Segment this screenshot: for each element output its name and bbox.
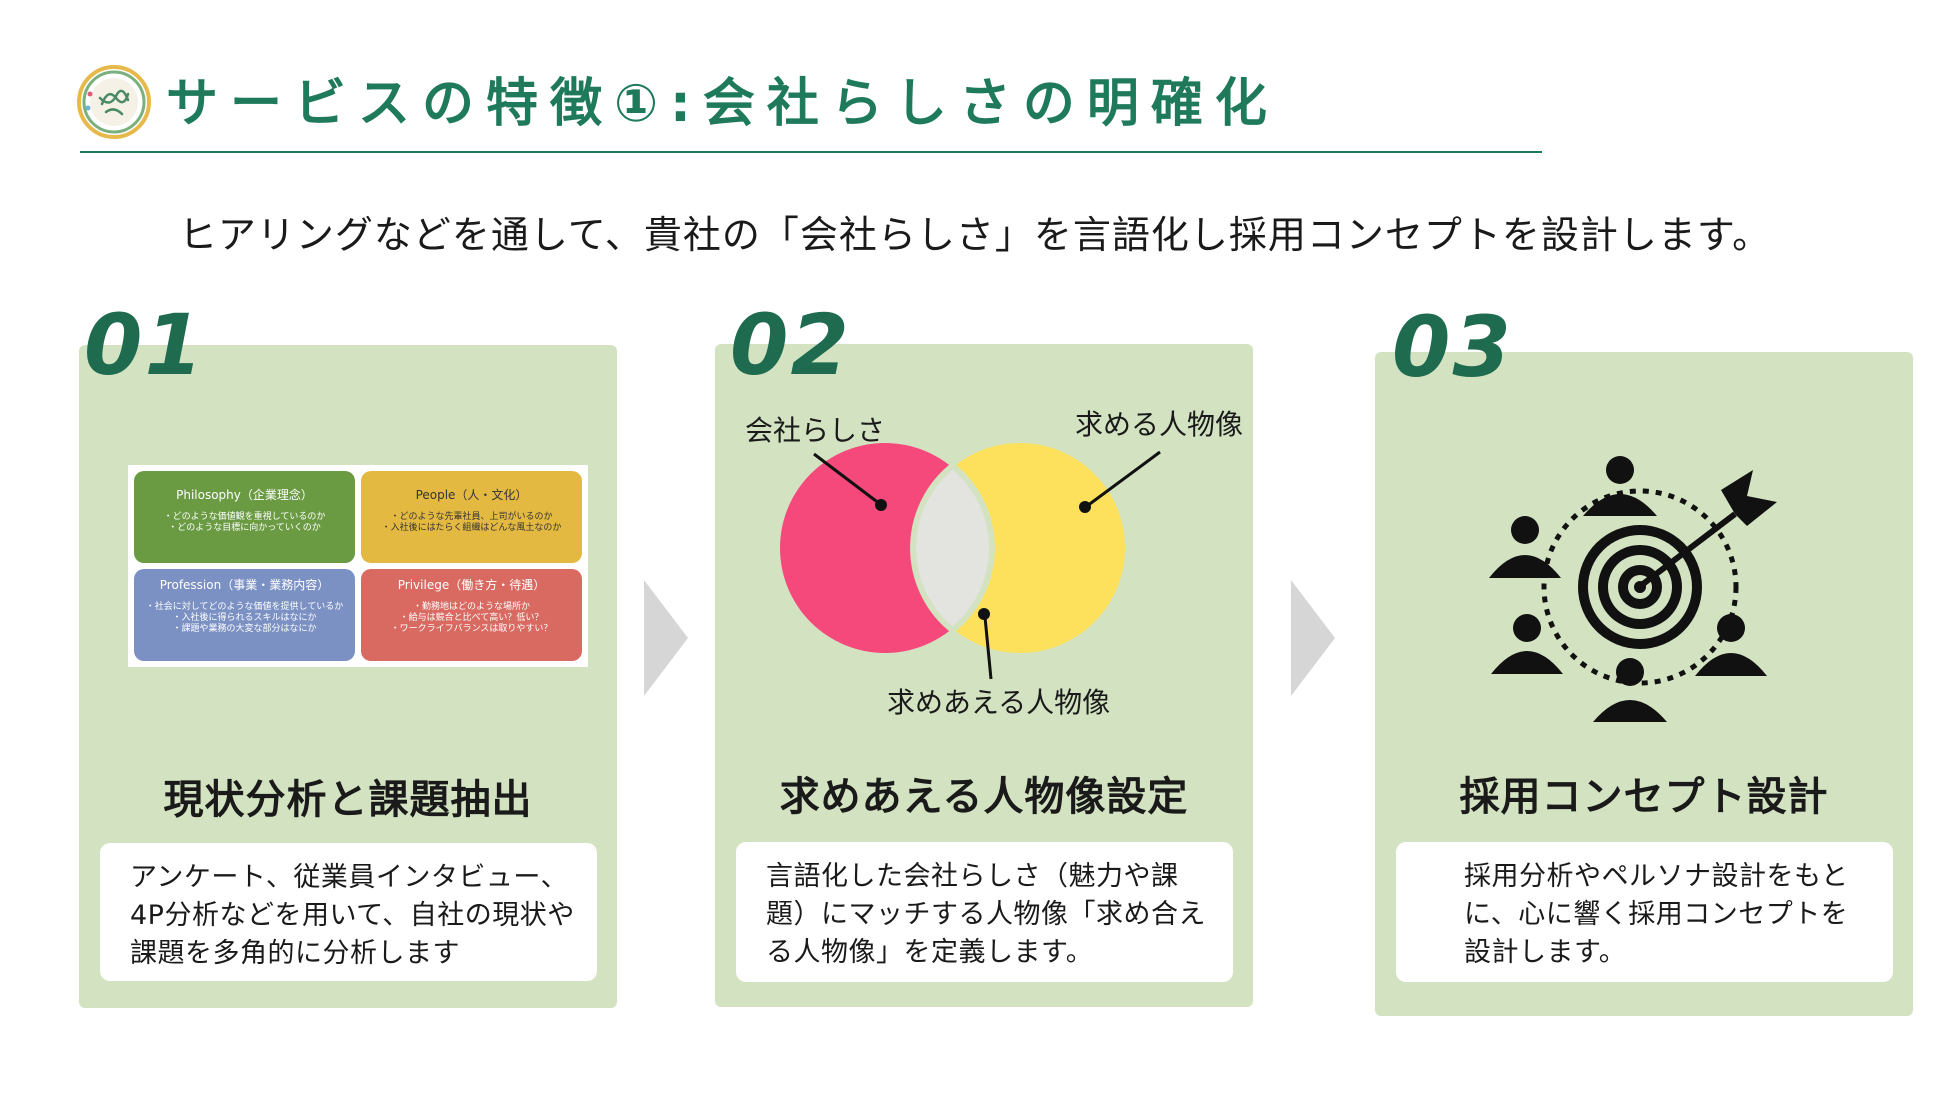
step-number: 01 — [84, 296, 205, 394]
quadrant-privilege: Privilege（働き方・待遇） ・勤務地はどのような場所か ・給与は競合と比… — [361, 569, 582, 661]
quadrant-line: ・ワークライフバランスは取りやすい？ — [390, 624, 553, 634]
step-title: 現状分析と課題抽出 — [163, 777, 533, 823]
venn-overlap — [910, 462, 995, 634]
quadrant-philosophy: Philosophy（企業理念） ・どのような価値観を重視しているのか ・どのよ… — [134, 471, 355, 563]
quadrant-heading: Privilege（働き方・待遇） — [397, 578, 546, 592]
quadrant-line: ・給与は競合と比べて高い？低い？ — [399, 613, 544, 623]
page-title: サービスの特徴①:会社らしさの明確化 — [166, 74, 1279, 134]
venn-diagram — [780, 443, 1161, 680]
step-number: 02 — [730, 296, 851, 394]
quadrant-line: ・どのような価値観を重視しているのか — [163, 512, 326, 522]
quadrant-heading: Philosophy（企業理念） — [176, 488, 313, 502]
step-card-02: 会社らしさ 求める人物像 求めあえる人物像 求めあえる人物像設定 言語化した会社… — [715, 344, 1253, 1007]
venn-right-label: 求める人物像 — [1075, 408, 1244, 441]
quadrant-line: ・どのような先輩社員、上司がいるのか — [390, 512, 553, 522]
step-card-03: 採用コンセプト設計 採用分析やペルソナ設計をもとに、心に響く採用コンセプトを設計… — [1375, 352, 1913, 1016]
step-number: 03 — [1392, 298, 1513, 396]
four-p-analysis-figure: Philosophy（企業理念） ・どのような価値観を重視しているのか ・どのよ… — [128, 465, 588, 667]
lead-text: ヒアリングなどを通して、貴社の「会社らしさ」を言語化し採用コンセプトを設計します… — [178, 213, 1772, 257]
step-card-01: Philosophy（企業理念） ・どのような価値観を重視しているのか ・どのよ… — [79, 345, 617, 1008]
quadrant-line: ・課題や業務の大変な部分はなにか — [172, 624, 317, 634]
step-title: 採用コンセプト設計 — [1459, 774, 1829, 820]
quadrant-profession: Profession（事業・業務内容） ・社会に対してどのような価値を提供してい… — [134, 569, 355, 661]
quadrant-heading: People（人・文化） — [415, 488, 528, 502]
title-divider — [80, 151, 1542, 153]
step-description: 言語化した会社らしさ（魅力や課題）にマッチする人物像「求め合える人物像」を定義し… — [736, 842, 1233, 982]
quadrant-heading: Profession（事業・業務内容） — [159, 578, 330, 592]
step-description: 採用分析やペルソナ設計をもとに、心に響く採用コンセプトを設計します。 — [1396, 842, 1893, 982]
quadrant-line: ・社会に対してどのような価値を提供しているか — [145, 602, 344, 612]
logo-icon — [77, 65, 151, 139]
next-step-arrow-icon — [1291, 580, 1335, 696]
quadrant-line: ・入社後に得られるスキルはなにか — [172, 613, 317, 623]
quadrant-line: ・どのような目標に向かっていくのか — [168, 523, 321, 533]
quadrant-line: ・入社後にはたらく組織はどんな風土なのか — [381, 523, 562, 533]
venn-left-label: 会社らしさ — [745, 414, 886, 447]
step-title: 求めあえる人物像設定 — [779, 774, 1189, 820]
next-step-arrow-icon — [644, 580, 688, 696]
target-people-icon — [1489, 450, 1777, 722]
step-description: アンケート、従業員インタビュー、4P分析などを用いて、自社の現状や課題を多角的に… — [100, 843, 597, 981]
quadrant-people: People（人・文化） ・どのような先輩社員、上司がいるのか ・入社後にはたら… — [361, 471, 582, 563]
venn-overlap-label: 求めあえる人物像 — [887, 686, 1111, 719]
quadrant-line: ・勤務地はどのような場所か — [412, 602, 530, 612]
